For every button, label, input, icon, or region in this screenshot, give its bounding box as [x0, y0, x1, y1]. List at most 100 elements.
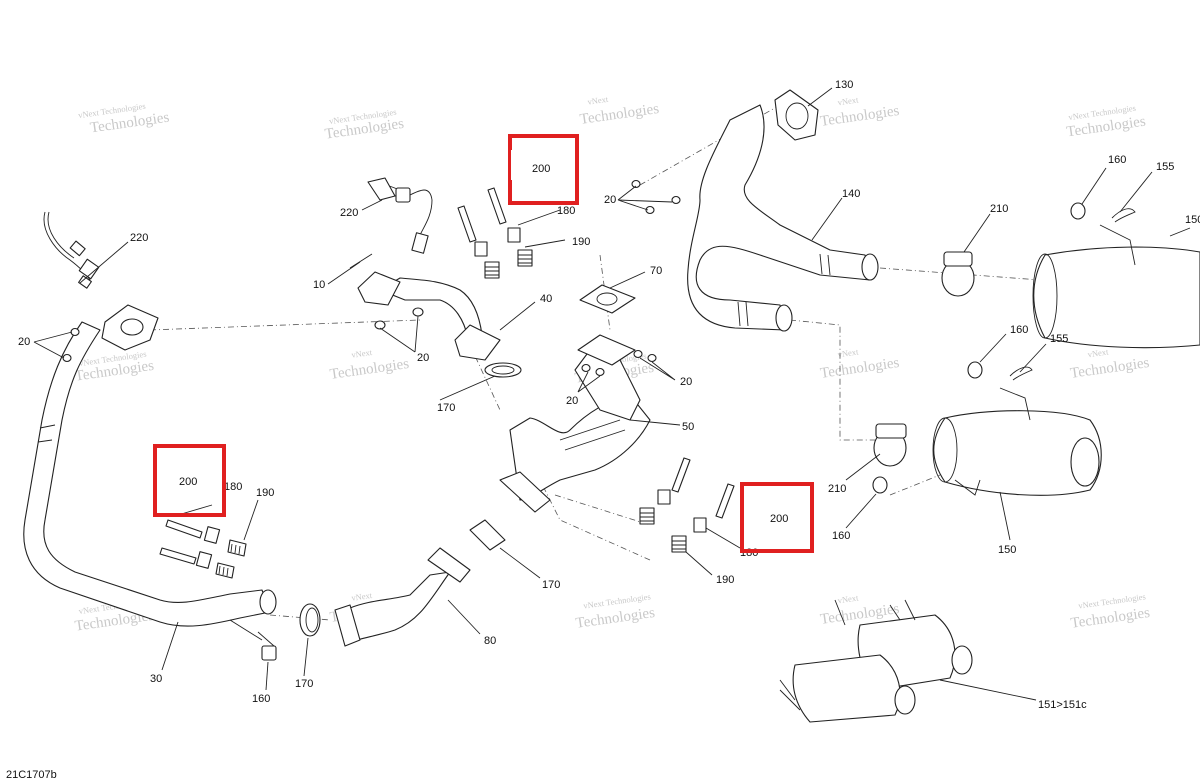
spacer: [657, 489, 671, 505]
leader-line: [524, 239, 566, 248]
watermark-text: Technologies: [329, 356, 410, 383]
spring-coils: [218, 543, 241, 577]
pipe-80: [334, 547, 471, 647]
watermark-small-text: vNext: [351, 347, 374, 360]
watermark: vNext Technologies Technologies: [324, 107, 405, 143]
callout-190: 190: [716, 574, 734, 586]
leader-line: [963, 213, 991, 253]
pipe-flange: [454, 324, 501, 361]
callout-40: 40: [540, 293, 552, 305]
alignment-line: [789, 319, 880, 441]
watermark-text: Technologies: [819, 355, 900, 382]
clip-155: [1009, 366, 1033, 381]
watermark-small-text: vNext: [837, 346, 860, 359]
muffler-150-lower: [932, 387, 1102, 496]
bolt: [671, 457, 691, 493]
callout-180: 180: [224, 481, 242, 493]
sensor-tip: [78, 275, 92, 289]
leader-line: [1119, 171, 1153, 213]
muffler-end: [932, 417, 958, 483]
highlight-box-200: [508, 134, 579, 205]
callout-50: 50: [682, 421, 694, 433]
leader-line: [845, 453, 881, 481]
spring: [215, 562, 235, 579]
callout-150: 150: [1185, 214, 1200, 226]
watermark: vNext Technologies: [819, 94, 900, 129]
leader-line: [811, 197, 843, 241]
y-pipe-body: [687, 104, 871, 331]
spring-coils: [485, 254, 532, 276]
callout-160: 160: [832, 530, 850, 542]
nut: [412, 307, 424, 317]
sensor-body: [411, 232, 429, 254]
spacer: [507, 227, 521, 243]
spring: [227, 539, 247, 557]
gasket-ring: [484, 362, 522, 378]
o2-sensor-left-220: [43, 211, 100, 289]
callouts: 220 20 220 10 20 40 170 180 190 70 20 20…: [18, 79, 1200, 711]
pipe-flange: [334, 604, 361, 647]
inset-outlet: [894, 685, 916, 715]
sensor-clip: [395, 187, 411, 203]
bolt: [165, 519, 203, 539]
gasket-port: [785, 102, 809, 130]
callout-200: 200: [179, 476, 197, 488]
pipe-detail: [229, 619, 263, 641]
leader-line: [705, 527, 741, 549]
figure-code: 21C1707b: [6, 769, 57, 781]
gasket-inner: [305, 607, 319, 633]
inset-bracket: [834, 599, 916, 626]
callout-155: 155: [1050, 333, 1068, 345]
gasket-130: [774, 89, 819, 141]
bolt: [457, 205, 477, 243]
inset-muffler: [792, 654, 901, 723]
gasket-port: [596, 292, 618, 306]
pipe-flange: [357, 271, 401, 306]
watermark-text: Technologies: [1069, 355, 1150, 382]
gasket-70: [579, 284, 636, 314]
highlight-boxes: 200 200 200: [153, 134, 814, 553]
nut: [633, 349, 643, 359]
alignment-line: [149, 319, 421, 331]
leader-line: [577, 371, 601, 393]
gasket-170-middle: [469, 519, 506, 551]
callout-151: 151>151c: [1038, 699, 1087, 711]
stud: [257, 631, 275, 647]
gasket-10: [349, 253, 373, 269]
leader-line: [639, 357, 676, 381]
leader-line: [617, 185, 673, 211]
leader-line: [327, 261, 361, 285]
leader-line: [1169, 227, 1191, 237]
watermark: vNext Technologies Technologies: [77, 101, 170, 137]
alignment-line: [554, 494, 651, 526]
callout-130: 130: [835, 79, 853, 91]
gasket-170-bottom: [299, 603, 321, 637]
callout-30: 30: [150, 673, 162, 685]
callout-150: 150: [998, 544, 1016, 556]
watermark-small-text: vNext: [587, 94, 610, 107]
clip-155: [1111, 208, 1136, 223]
leader-line: [1019, 343, 1047, 373]
callout-140: 140: [842, 188, 860, 200]
leader-line: [243, 499, 259, 541]
grommet-160: [967, 361, 983, 379]
spring: [671, 535, 687, 553]
pipe-detail: [37, 424, 56, 443]
nut: [671, 195, 681, 205]
highlight-box-200: [153, 444, 226, 517]
callout-170: 170: [437, 402, 455, 414]
leader-line: [161, 621, 179, 671]
grommets-and-clips: [872, 202, 1136, 494]
callout-20: 20: [566, 395, 578, 407]
fastener-set-lower: [639, 457, 735, 553]
o2-sensor-center-220: [367, 177, 433, 254]
callout-160: 160: [252, 693, 270, 705]
sensor-wire: [47, 211, 75, 259]
grommet-160: [1070, 202, 1086, 220]
watermark: vNext Technologies Technologies: [1065, 103, 1146, 141]
nut: [374, 320, 386, 330]
muffler-body: [933, 410, 1102, 496]
callout-200: 200: [770, 513, 788, 525]
callout-20: 20: [417, 352, 429, 364]
nut: [631, 179, 641, 189]
